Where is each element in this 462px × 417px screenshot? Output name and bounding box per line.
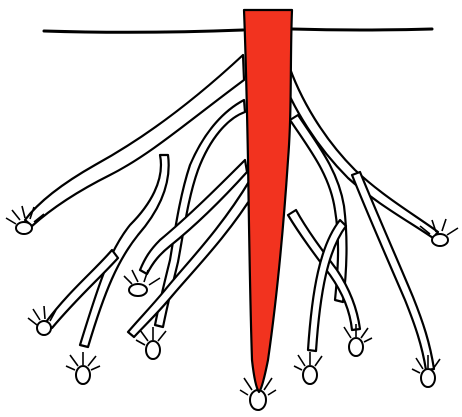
root-tips — [6, 206, 458, 410]
lateral-root-right-outer — [280, 60, 438, 238]
root-tip-3 — [66, 352, 100, 384]
root-tip-4 — [124, 270, 160, 296]
root-tip-5 — [136, 327, 166, 359]
ground-line — [44, 29, 432, 32]
taproot — [244, 10, 292, 392]
root-tip-7 — [294, 352, 322, 384]
lateral-roots — [25, 55, 438, 370]
